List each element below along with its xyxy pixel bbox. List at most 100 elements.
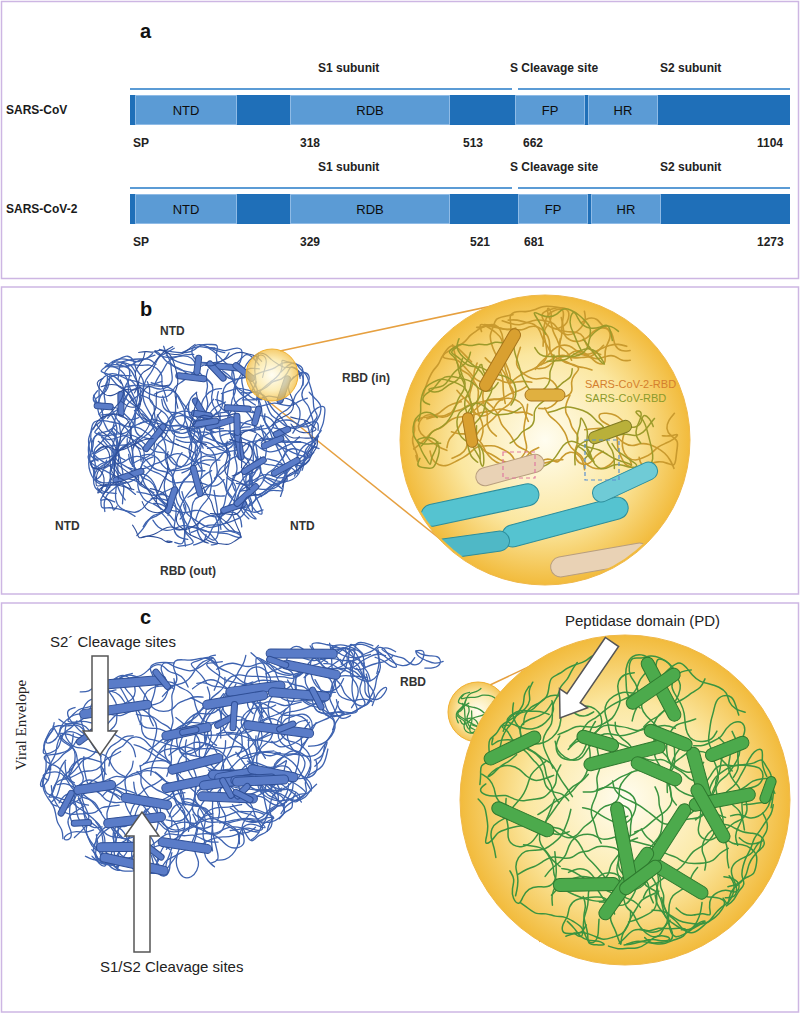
- protein-ribbon: [535, 326, 619, 357]
- protein-ribbon: [117, 353, 156, 366]
- position-number: 1273: [757, 236, 784, 250]
- protein-ribbon: [97, 425, 119, 480]
- hollow-arrow: [83, 656, 117, 755]
- protein-ribbon: [457, 700, 471, 729]
- panel-frame: [2, 603, 799, 1012]
- helix-tube: [704, 734, 751, 763]
- protein-ribbon: [510, 852, 556, 904]
- protein-ribbon: [240, 431, 264, 468]
- domain-name: HR: [617, 202, 636, 217]
- rbd-structure: [389, 306, 677, 578]
- helix-tube: [57, 789, 75, 817]
- protein-ribbon: [99, 377, 139, 420]
- protein-ribbon: [165, 818, 243, 835]
- domain-segment: HR: [591, 194, 661, 224]
- helix-tube: [167, 753, 224, 776]
- domain-name: FP: [545, 202, 562, 217]
- zoom-spot: [246, 349, 298, 401]
- helix-tube: [230, 701, 238, 731]
- protein-ribbon: [182, 799, 214, 867]
- zoom-circle: [400, 295, 690, 585]
- protein-ribbon: [514, 341, 554, 393]
- protein-ribbon: [702, 825, 764, 870]
- protein-ribbon: [590, 732, 601, 843]
- helix-tube: [232, 775, 288, 787]
- domain-label: Peptidase domain (PD): [565, 612, 720, 629]
- helix-tube: [553, 877, 620, 891]
- domain-name: HR: [614, 103, 633, 118]
- domain-segment: RDB: [290, 95, 450, 125]
- protein-ribbon: [94, 426, 132, 469]
- protein-ribbon: [72, 797, 101, 860]
- position-number: SP: [133, 236, 149, 250]
- structure-key: SARS-CoV-2-RBD: [585, 378, 676, 391]
- hollow-arrow: [125, 812, 159, 952]
- spike-trimer: [88, 344, 325, 546]
- protein-ribbon: [165, 679, 175, 762]
- region-label: S1 subunit: [318, 62, 379, 76]
- panel-letter: b: [140, 298, 152, 321]
- protein-ribbon: [109, 737, 171, 766]
- helix-tube: [549, 541, 651, 578]
- position-number: 681: [524, 236, 544, 250]
- helix-tube: [389, 530, 511, 567]
- protein-ribbon: [157, 415, 230, 455]
- protein-ribbon: [382, 648, 424, 665]
- domain-segment: HR: [588, 95, 658, 125]
- domain-name: RDB: [356, 202, 383, 217]
- protein-ribbon: [91, 458, 135, 516]
- position-number: 329: [300, 236, 320, 250]
- domain-label: NTD: [290, 520, 315, 534]
- protein-ribbon: [575, 418, 655, 464]
- helix-tube: [266, 655, 290, 668]
- protein-ribbon: [524, 845, 612, 902]
- domain-name: NTD: [173, 103, 200, 118]
- helix-tube: [152, 668, 172, 691]
- helix-tube: [490, 800, 556, 839]
- helix-tube: [158, 837, 213, 854]
- protein-ribbon: [547, 339, 604, 364]
- subunit-line: [518, 187, 790, 189]
- helix-tube: [689, 781, 733, 845]
- protein-ribbon: [414, 399, 503, 449]
- region-label: S1 subunit: [318, 161, 379, 175]
- peptidase-structure: [478, 655, 777, 949]
- domain-segment: RDB: [290, 194, 450, 224]
- panel-frame: [2, 287, 799, 594]
- protein-ribbon: [51, 758, 102, 806]
- protein-ribbon: [282, 439, 317, 487]
- position-number: SP: [133, 137, 149, 151]
- protein-ribbon: [91, 460, 107, 493]
- helix-tube: [642, 722, 694, 753]
- helix-tube: [232, 788, 254, 803]
- region-label: S2 subunit: [660, 161, 721, 175]
- helix-tube: [525, 389, 565, 401]
- position-number: 1104: [757, 137, 783, 151]
- protein-ribbon: [64, 806, 93, 840]
- protein-ribbon: [113, 449, 168, 511]
- protein-ribbon: [418, 437, 441, 468]
- sequence-bar: SARS-CoVNTDRDBFPHR: [130, 95, 790, 125]
- domain-name: RDB: [356, 103, 383, 118]
- domain-segment: FP: [515, 95, 585, 125]
- helix-tube: [179, 726, 199, 736]
- domain-label: NTD: [55, 520, 80, 534]
- protein-ribbon: [561, 318, 630, 351]
- subunit-line: [130, 88, 512, 90]
- domain-label: RBD (out): [160, 565, 216, 579]
- helix-tube: [587, 419, 633, 446]
- protein-ribbon: [141, 522, 199, 537]
- protein-ribbon: [97, 379, 140, 396]
- protein-ribbon: [44, 734, 74, 783]
- helix-tube: [243, 720, 314, 738]
- helix-tube: [266, 649, 337, 658]
- protein-ribbon: [280, 429, 316, 456]
- protein-ribbon: [125, 346, 173, 389]
- protein-ribbon: [567, 896, 604, 945]
- protein-ribbon: [142, 489, 168, 513]
- sequence-name: SARS-CoV: [6, 95, 124, 125]
- structure-key: SARS-CoV-RBD: [585, 392, 666, 405]
- protein-ribbon: [419, 396, 468, 450]
- protein-ribbon: [43, 755, 63, 839]
